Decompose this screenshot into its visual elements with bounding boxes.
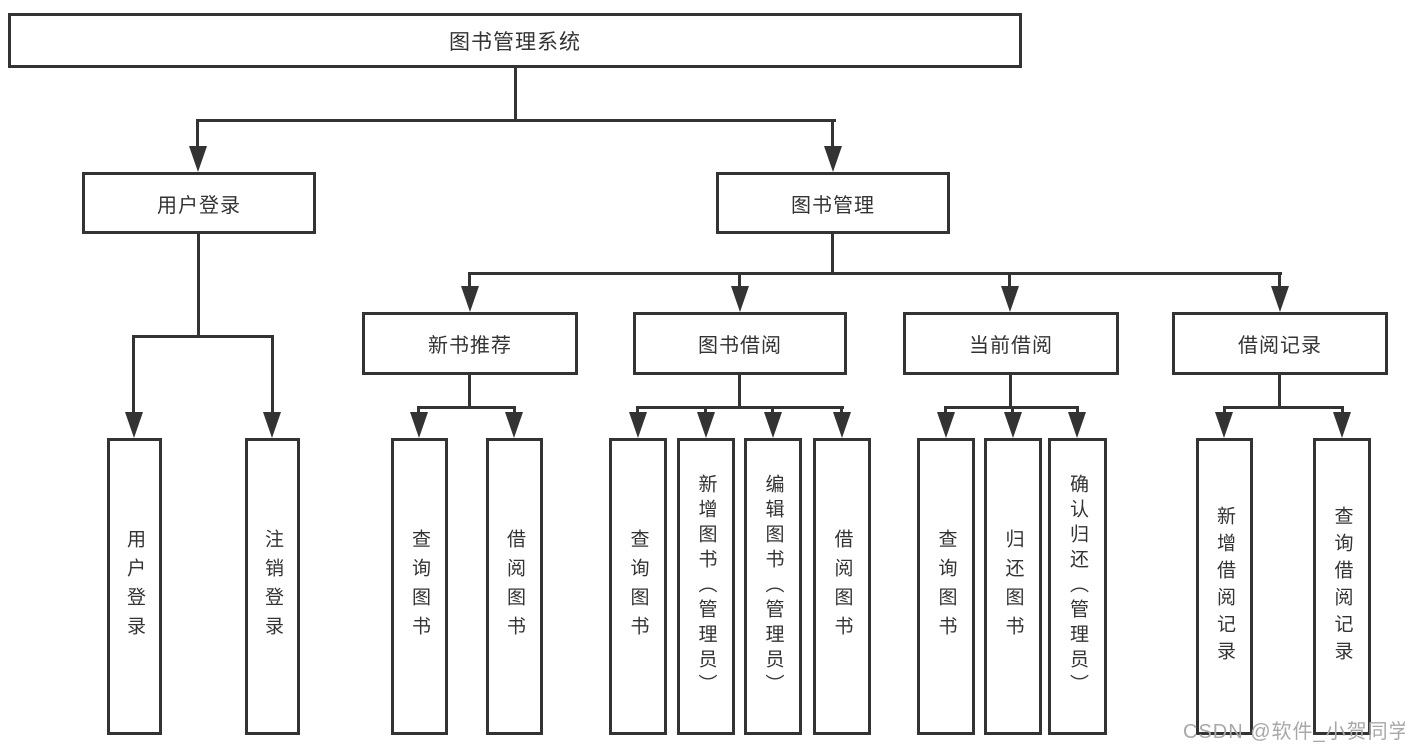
- connector-records-stem: [1278, 375, 1281, 409]
- leaf-label: 查询借阅记录: [1331, 505, 1353, 668]
- arrow-down-icon: [1271, 286, 1289, 312]
- leaf-cb-return-books: 归还图书: [984, 438, 1042, 735]
- arrow-down-icon: [125, 412, 143, 438]
- leaf-label: 归还图书: [1002, 528, 1024, 645]
- node-label: 借阅记录: [1238, 335, 1322, 357]
- node-new-book-recommendation: 新书推荐: [362, 312, 578, 375]
- leaf-label: 新增借阅记录: [1214, 505, 1235, 668]
- arrow-down-icon: [189, 146, 207, 172]
- connector-userlogin-hline: [132, 335, 274, 338]
- connector-records-drop-1: [1223, 406, 1226, 414]
- leaf-cb-query-books: 查询图书: [917, 438, 975, 735]
- connector-records-drop-2: [1341, 406, 1344, 414]
- arrow-down-icon: [629, 412, 647, 438]
- connector-newbook-drop-1: [417, 406, 420, 414]
- node-library-management-system: 图书管理系统: [8, 13, 1022, 68]
- connector-borrowing-drop-2: [704, 406, 707, 414]
- arrow-down-icon: [1068, 412, 1086, 438]
- connector-bookmgmt-hline: [468, 272, 1282, 275]
- arrow-down-icon: [731, 286, 749, 312]
- connector-current-drop-2: [1011, 406, 1014, 414]
- leaf-bb-query-books: 查询图书: [609, 438, 667, 735]
- leaf-label: 注销登录: [262, 528, 283, 645]
- leaf-br-query-record: 查询借阅记录: [1313, 438, 1371, 735]
- node-borrowing-records: 借阅记录: [1172, 312, 1388, 375]
- connector-userlogin-stem: [197, 234, 200, 338]
- leaf-logout: 注销登录: [245, 438, 300, 735]
- connector-newbook-drop-2: [513, 406, 516, 414]
- watermark: CSDN @软件_小贺同学: [1183, 721, 1405, 743]
- leaf-user-login: 用户登录: [107, 438, 162, 735]
- connector-current-drop-1: [944, 406, 947, 414]
- connector-root-hline: [197, 119, 836, 122]
- connector-borrowing-drop-3: [771, 406, 774, 414]
- leaf-label: 查询图书: [935, 528, 957, 645]
- connector-records-hline: [1223, 406, 1344, 409]
- connector-borrowing-hline: [637, 406, 844, 409]
- arrow-down-icon: [1001, 286, 1019, 312]
- leaf-bb-edit-books-admin: 编辑图书（管理员）: [744, 438, 802, 735]
- node-label: 图书管理系统: [449, 30, 581, 54]
- connector-userlogin-drop-left: [132, 335, 135, 413]
- connector-current-stem: [1009, 375, 1012, 409]
- connector-userlogin-drop-right: [271, 335, 274, 413]
- connector-borrowing-drop-1: [636, 406, 639, 414]
- node-label: 用户登录: [157, 194, 241, 217]
- arrow-down-icon: [1333, 412, 1351, 438]
- connector-root-drop-right: [831, 119, 834, 147]
- node-label: 新书推荐: [428, 335, 512, 357]
- connector-newbook-hline: [418, 406, 516, 409]
- leaf-br-add-record: 新增借阅记录: [1196, 438, 1253, 735]
- node-book-management: 图书管理: [716, 172, 950, 234]
- connector-root-stem: [514, 68, 517, 122]
- arrow-down-icon: [764, 412, 782, 438]
- arrow-down-icon: [697, 412, 715, 438]
- leaf-label: 借阅图书: [504, 528, 525, 645]
- connector-newbook-stem: [468, 375, 471, 409]
- leaf-bb-borrow-books: 借阅图书: [813, 438, 871, 735]
- leaf-bb-add-books-admin: 新增图书（管理员）: [677, 438, 735, 735]
- connector-borrowing-stem: [738, 375, 741, 409]
- arrow-down-icon: [461, 286, 479, 312]
- node-label: 当前借阅: [969, 335, 1053, 357]
- leaf-label: 编辑图书（管理员）: [762, 474, 784, 699]
- arrow-down-icon: [1004, 412, 1022, 438]
- leaf-label: 查询图书: [409, 528, 430, 645]
- leaf-label: 用户登录: [124, 528, 145, 645]
- node-user-login: 用户登录: [82, 172, 316, 234]
- arrow-down-icon: [937, 412, 955, 438]
- node-book-borrowing: 图书借阅: [633, 312, 847, 375]
- connector-bookmgmt-drop-4: [1278, 272, 1281, 287]
- node-current-borrowing: 当前借阅: [903, 312, 1119, 375]
- leaf-label: 查询图书: [627, 528, 649, 645]
- arrow-down-icon: [263, 412, 281, 438]
- arrow-down-icon: [505, 412, 523, 438]
- connector-bookmgmt-drop-1: [468, 272, 471, 287]
- node-label: 图书借阅: [698, 335, 782, 357]
- connector-borrowing-drop-4: [840, 406, 843, 414]
- connector-bookmgmt-drop-3: [1008, 272, 1011, 287]
- node-label: 图书管理: [791, 194, 875, 217]
- leaf-nb-borrow-books: 借阅图书: [486, 438, 543, 735]
- leaf-label: 新增图书（管理员）: [695, 474, 717, 699]
- leaf-cb-confirm-return-admin: 确认归还（管理员）: [1048, 438, 1107, 735]
- arrow-down-icon: [410, 412, 428, 438]
- arrow-down-icon: [1215, 412, 1233, 438]
- connector-root-drop-left: [196, 119, 199, 147]
- leaf-label: 确认归还（管理员）: [1067, 474, 1088, 699]
- connector-bookmgmt-drop-2: [738, 272, 741, 287]
- leaf-label: 借阅图书: [831, 528, 853, 645]
- connector-bookmgmt-stem: [831, 234, 834, 275]
- arrow-down-icon: [824, 146, 842, 172]
- leaf-nb-query-books: 查询图书: [391, 438, 448, 735]
- connector-current-drop-3: [1076, 406, 1079, 414]
- arrow-down-icon: [833, 412, 851, 438]
